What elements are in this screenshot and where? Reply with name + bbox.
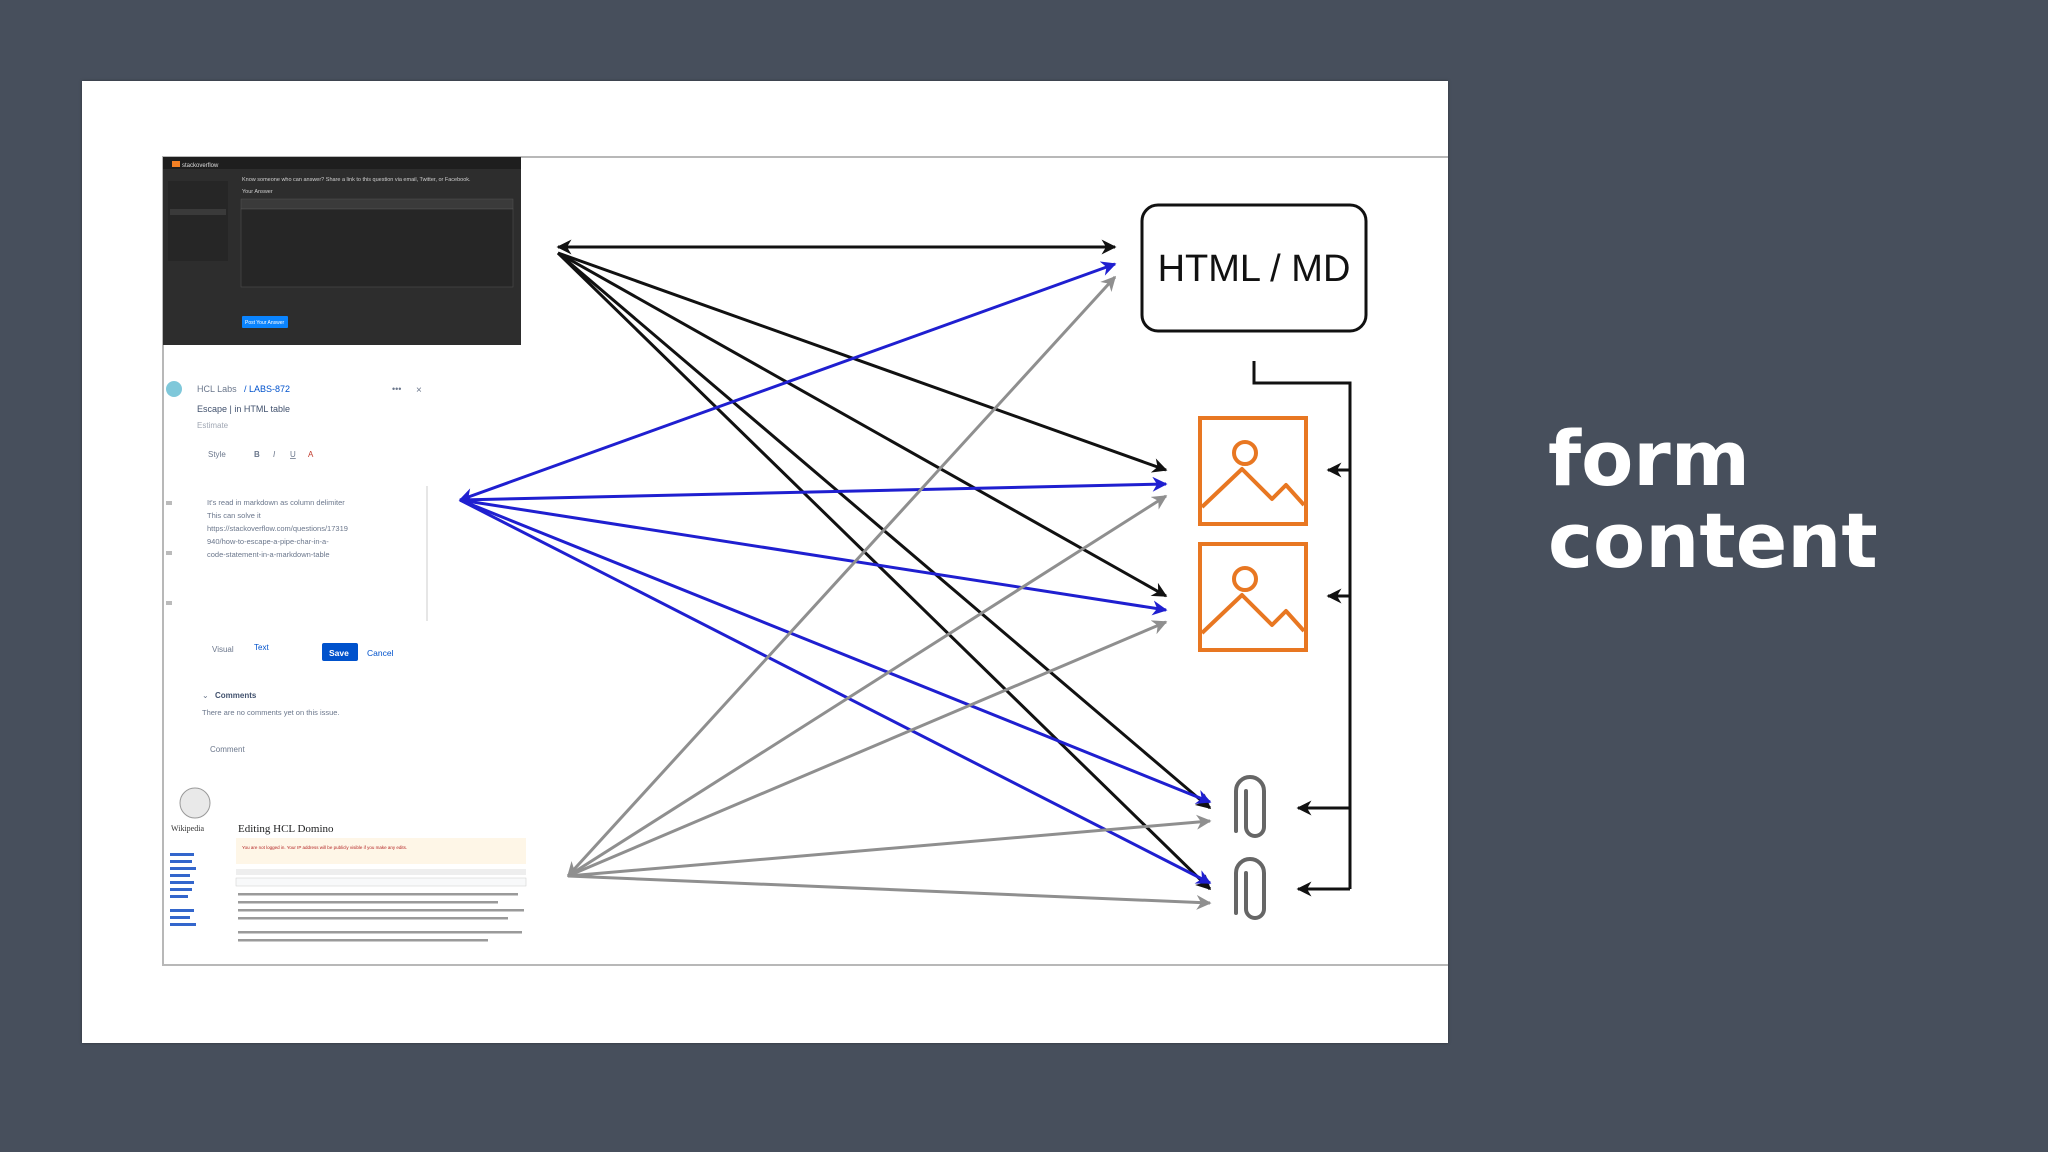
jira-breadcrumb-project[interactable]: HCL Labs [197, 384, 237, 394]
html-md-box: HTML / MD [1140, 203, 1368, 333]
tab-text[interactable]: Text [254, 643, 269, 652]
stackoverflow-question: Know someone who can answer? Share a lin… [242, 177, 471, 183]
wikipedia-brand: Wikipedia [171, 824, 204, 833]
chevron-down-icon[interactable]: ⌄ [202, 691, 209, 700]
image-icon-2 [1198, 542, 1308, 652]
wikipedia-warning: You are not logged in. Your IP address w… [242, 845, 407, 850]
comments-empty: There are no comments yet on this issue. [202, 708, 340, 717]
screenshot-jira: HCL Labs / LABS-872 ••• × Escape | in HT… [166, 381, 428, 754]
side-heading-line-1: form [1548, 414, 1750, 503]
stackoverflow-brand: stackoverflow [182, 163, 219, 169]
tab-visual[interactable]: Visual [212, 645, 234, 654]
jira-breadcrumb-issue[interactable]: / LABS-872 [244, 384, 290, 394]
arrow-wiki-to-image-2 [567, 620, 1168, 878]
jira-toolbar-style[interactable]: Style [208, 450, 226, 459]
attachment-icon-2 [1234, 857, 1266, 920]
post-answer-button[interactable] [242, 316, 288, 328]
image-icon-1 [1198, 416, 1308, 526]
save-button[interactable] [322, 643, 358, 661]
jira-issue-title: Escape | in HTML table [197, 404, 290, 414]
stackoverflow-your-answer: Your Answer [242, 189, 273, 195]
arrow-wiki-to-attachment-1 [567, 814, 1212, 878]
svg-text:940/how-to-escape-a-pipe-char-: 940/how-to-escape-a-pipe-char-in-a- [207, 537, 329, 546]
svg-text:code-statement-in-a-markdown-t: code-statement-in-a-markdown-table [207, 550, 330, 559]
arrow-wiki-to-image-1 [567, 494, 1168, 878]
arrow-wiki-to-html [566, 275, 1117, 878]
underline-icon[interactable]: U [290, 450, 296, 459]
side-heading-line-2: content [1548, 496, 1878, 585]
bold-icon[interactable]: B [254, 450, 260, 459]
wikipedia-globe-icon [179, 787, 211, 819]
close-icon[interactable]: × [416, 385, 422, 396]
comments-heading: Comments [215, 691, 257, 700]
bracket-connector [1252, 361, 1352, 897]
jira-field-label: Estimate [197, 421, 229, 430]
wikipedia-page-title: Editing HCL Domino [238, 823, 334, 835]
svg-text:This can solve it: This can solve it [207, 511, 262, 520]
screenshot-wikipedia: Wikipedia Editing HCL Domino You are not… [170, 787, 527, 942]
stackoverflow-logo-icon [172, 161, 180, 167]
slide-card: stackoverflow Know someone who can answe… [82, 81, 1448, 1043]
italic-icon[interactable]: I [273, 450, 276, 459]
svg-text:Save: Save [329, 648, 349, 658]
attachment-icon-1 [1234, 775, 1266, 838]
jira-avatar [166, 381, 182, 397]
arrow-wiki-to-attachment-2 [567, 874, 1212, 910]
svg-text:It's read in markdown as colum: It's read in markdown as column delimite… [207, 498, 345, 507]
jira-body-text[interactable]: It's read in markdown as column delimite… [207, 498, 348, 559]
svg-text:https://stackoverflow.com/ques: https://stackoverflow.com/questions/1731… [207, 524, 348, 533]
cancel-button[interactable]: Cancel [367, 648, 394, 658]
html-md-label: HTML / MD [1158, 248, 1351, 290]
comment-button[interactable]: Comment [210, 745, 245, 754]
more-icon[interactable]: ••• [392, 384, 401, 394]
screenshot-stackoverflow: stackoverflow Know someone who can answe… [163, 157, 521, 345]
diagram: stackoverflow Know someone who can answe… [162, 156, 1448, 966]
text-color-icon[interactable]: A [308, 450, 314, 459]
side-heading: form content [1548, 418, 1878, 582]
svg-text:Post Your Answer: Post Your Answer [245, 320, 285, 326]
